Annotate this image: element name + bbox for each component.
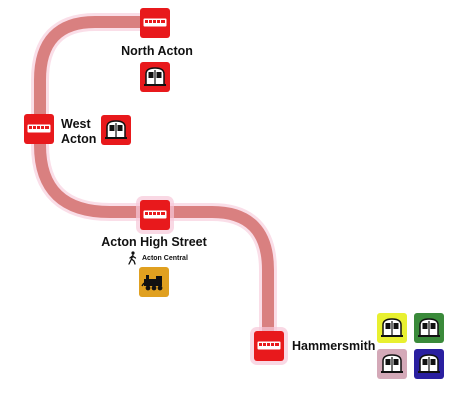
tube-line-hammersmith-3[interactable]	[377, 349, 407, 379]
station-name-west-acton-line2: Acton	[61, 132, 97, 146]
walking-person-icon	[127, 251, 138, 265]
bus-stop-acton-high-street[interactable]	[140, 200, 170, 230]
bus-stop-west-acton[interactable]	[24, 114, 54, 144]
tube-icon	[418, 354, 440, 373]
tube-icon	[105, 120, 127, 139]
station-name-hammersmith: Hammersmith	[292, 339, 376, 353]
tube-icon	[381, 354, 403, 373]
station-name-west-acton-line1: West	[61, 117, 91, 131]
bus-stop-hammersmith[interactable]	[254, 331, 284, 361]
tube-interchange-north-acton[interactable]	[140, 62, 170, 92]
acton-central-label: Acton Central	[142, 255, 188, 262]
tube-interchange-west-acton[interactable]	[101, 115, 131, 145]
bus-icon	[143, 18, 167, 27]
steam-train-icon	[141, 275, 163, 291]
overground-interchange[interactable]	[139, 267, 169, 297]
bus-stop-north-acton[interactable]	[140, 8, 170, 38]
tube-icon	[144, 67, 166, 86]
bus-icon	[257, 341, 281, 350]
station-name-north-acton: North Acton	[121, 44, 193, 58]
tube-icon	[381, 318, 403, 337]
tube-line-hammersmith-4[interactable]	[414, 349, 444, 379]
tube-line-hammersmith-2[interactable]	[414, 313, 444, 343]
bus-icon	[27, 124, 51, 133]
tube-icon	[418, 318, 440, 337]
bus-icon	[143, 210, 167, 219]
tube-line-hammersmith-1[interactable]	[377, 313, 407, 343]
station-name-acton-high-street: Acton High Street	[101, 235, 207, 249]
